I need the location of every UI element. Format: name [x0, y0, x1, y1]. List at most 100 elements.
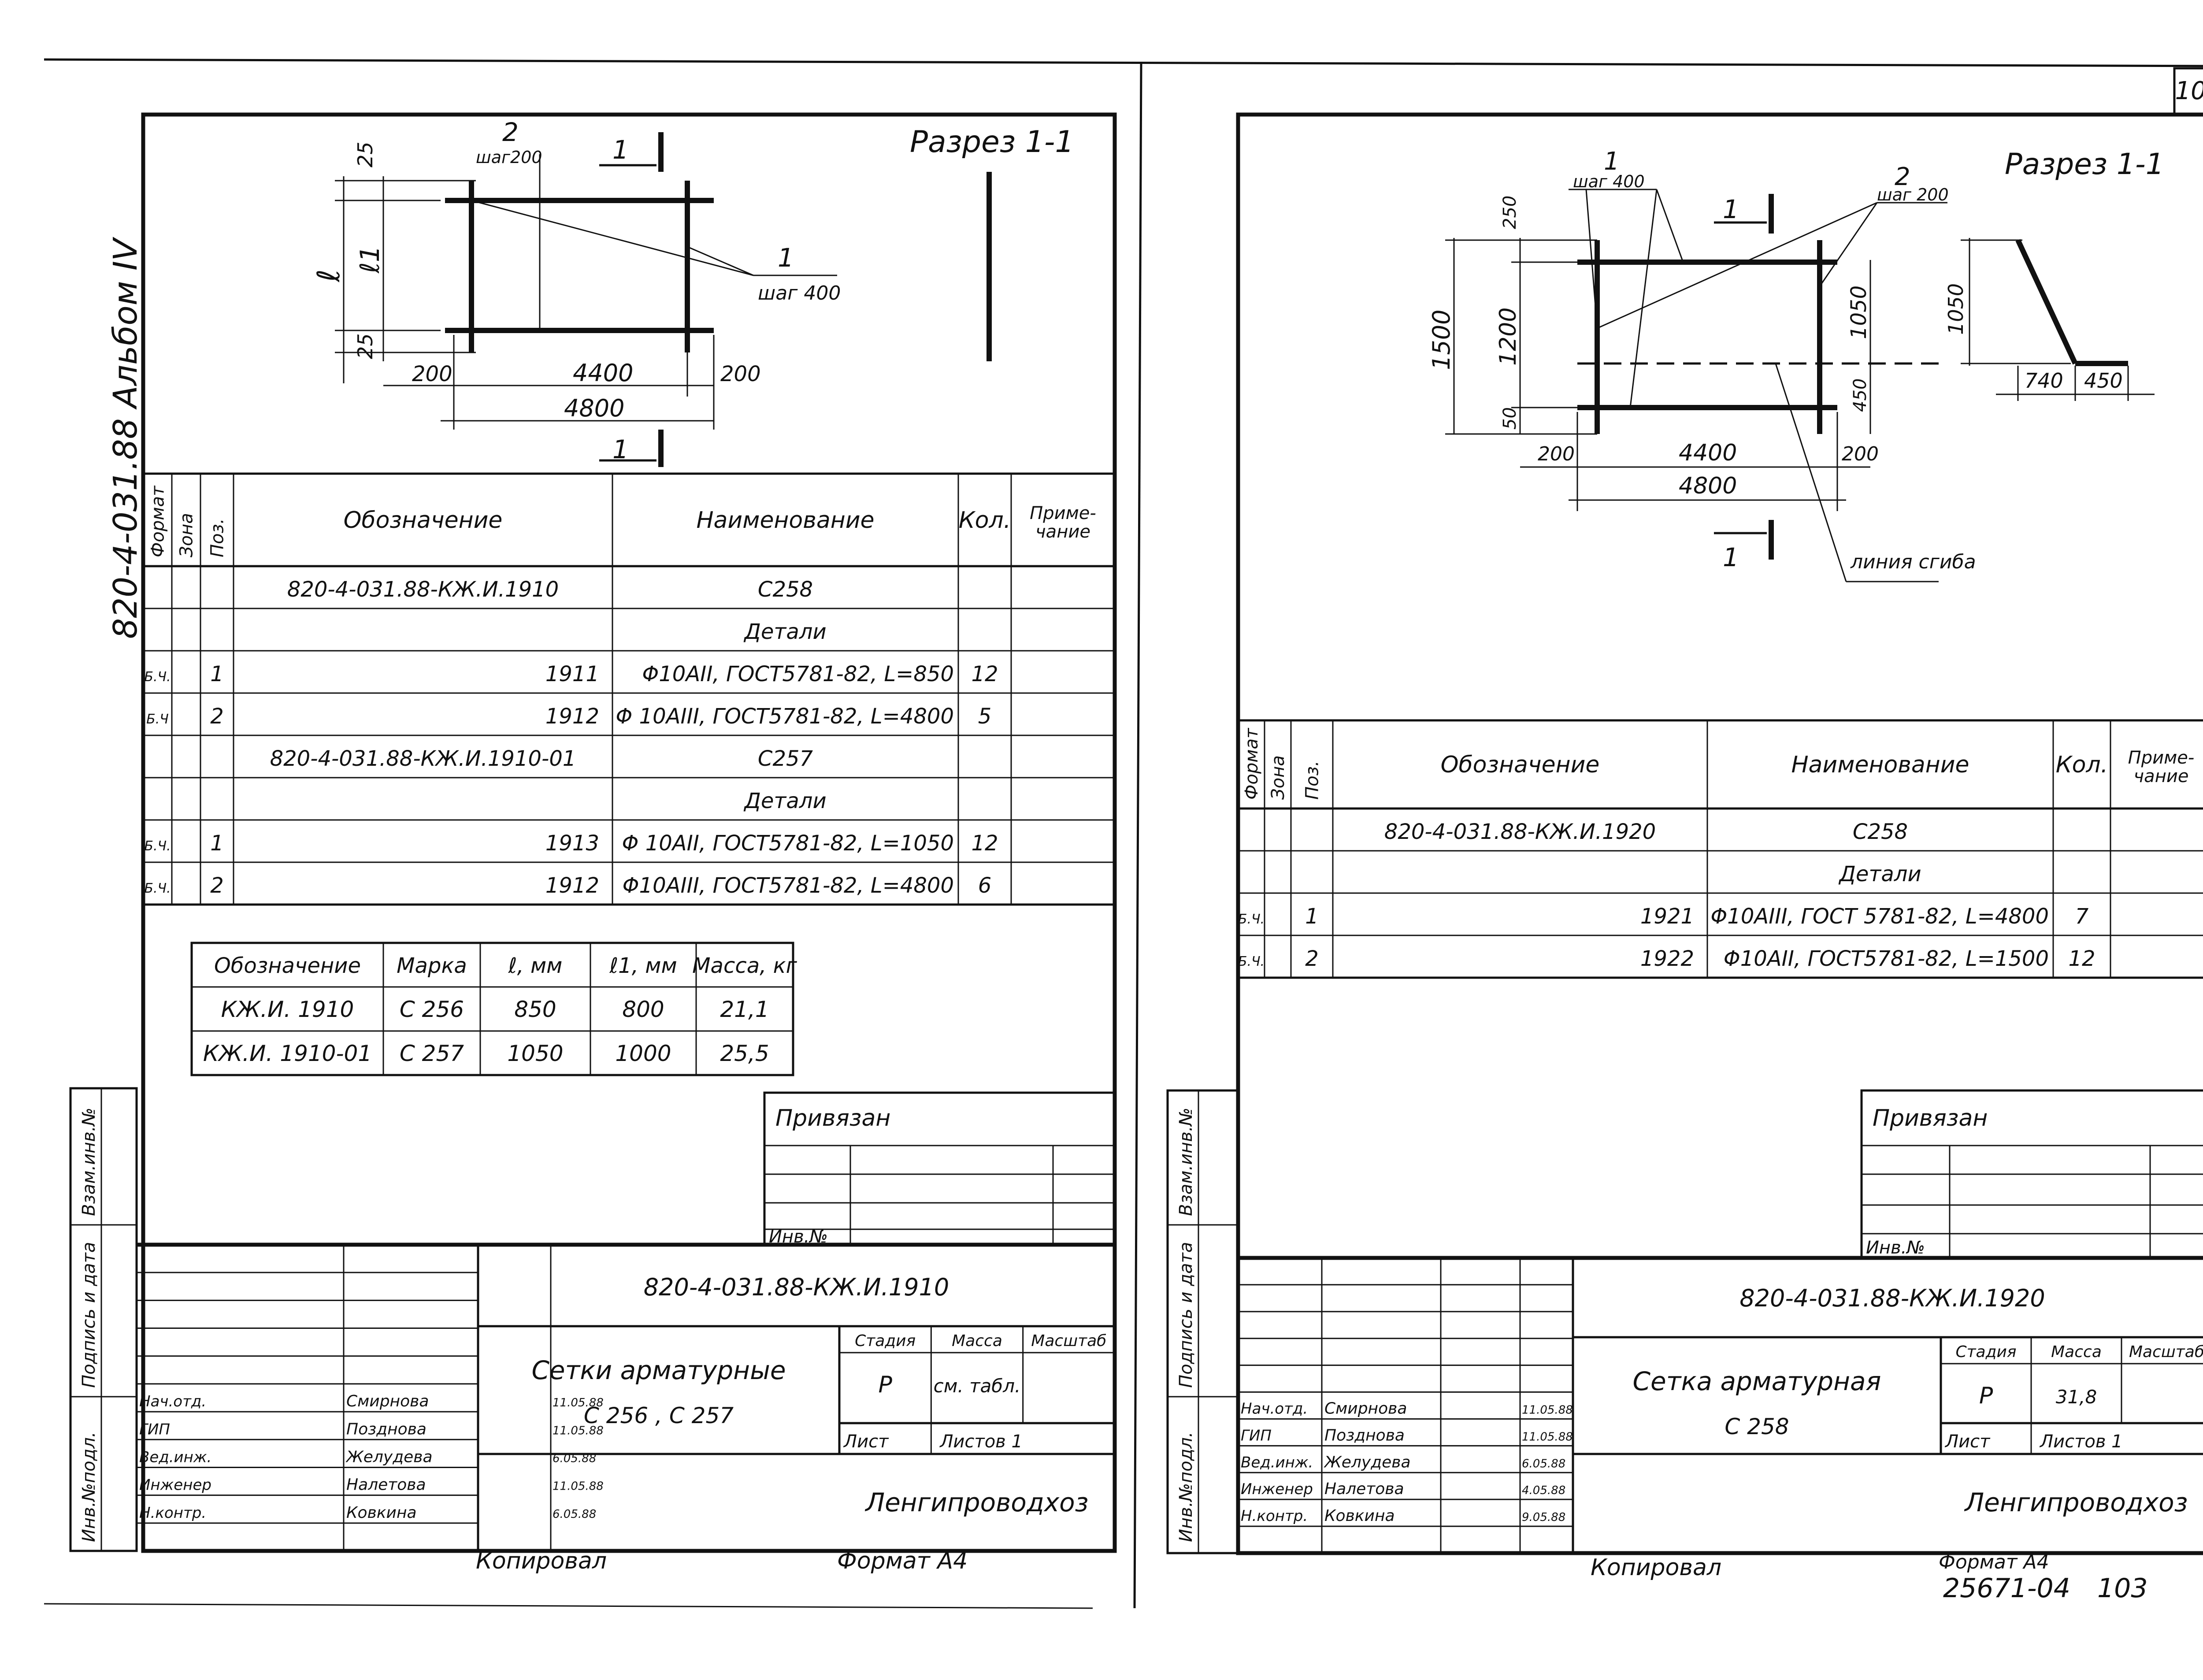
spec-header: Поз.	[1302, 760, 1323, 800]
spec-cell: Φ10AIII, ГОСТ 5781-82, L=4800	[1711, 904, 2049, 929]
spec-header: Формат	[148, 485, 168, 557]
section-title: Разрез 1-1	[910, 125, 1074, 159]
staff-name: Ковкина	[1324, 1507, 1395, 1525]
marks-cell: 1000	[615, 1041, 671, 1066]
marks-cell: 25,5	[720, 1041, 769, 1066]
staff-role: ГИП	[1241, 1427, 1272, 1444]
mass-value: см. табл.	[934, 1375, 1021, 1397]
staff-name: Позднова	[1324, 1426, 1405, 1444]
dim-l1: ℓ1	[355, 245, 386, 274]
privyazan-block: Привязан Инв.№	[1860, 1089, 2203, 1259]
cut-label-top: 1	[1723, 194, 1739, 224]
staff-name: Ковкина	[346, 1504, 417, 1522]
marks-cell: 850	[514, 997, 556, 1022]
spec-cell: Б.Ч.	[144, 669, 171, 685]
dim-total: 4800	[564, 394, 624, 422]
spec-header: Приме-чание	[2128, 748, 2195, 786]
staff-date: 9.05.88	[1522, 1511, 1565, 1524]
staff-name: Позднова	[346, 1420, 427, 1438]
staff-role: Вед.инж.	[139, 1448, 211, 1466]
dim-left: 200	[1538, 443, 1575, 465]
dim-right: 200	[1842, 443, 1879, 465]
pos2-label: 2	[1895, 163, 1910, 191]
spec-cell: Φ10AII, ГОСТ5781-82, L=1500	[1724, 946, 2049, 971]
mass-value: 31,8	[2056, 1386, 2097, 1408]
spec-cell: 1	[210, 662, 224, 686]
spec-cell: Б.Ч.	[1238, 912, 1265, 927]
spec-cell: 1922	[1640, 946, 1694, 971]
side-label-signature: Подпись и дата	[1176, 1242, 1196, 1388]
spec-cell: Детали	[743, 789, 826, 813]
dim-250: 250	[1500, 196, 1520, 229]
marks-cell: КЖ.И. 1910-01	[203, 1041, 372, 1066]
marks-cell: С 257	[400, 1041, 464, 1066]
spec-cell: С257	[758, 746, 813, 771]
staff-name: Желудева	[1324, 1453, 1411, 1471]
dim-50: 50	[1500, 407, 1520, 430]
pos2-step: шаг 200	[1877, 185, 1949, 204]
marks-cell: 21,1	[720, 997, 769, 1022]
staff-role: Инженер	[139, 1476, 211, 1494]
dim-right: 200	[720, 362, 761, 386]
page-footer-number: 103	[2097, 1573, 2148, 1604]
spec-cell: Б.Ч	[146, 712, 169, 727]
organization: Ленгипроводхоз	[864, 1487, 1088, 1517]
side-label-vzam: Взам.инв.№	[79, 1108, 99, 1216]
spec-cell: Б.Ч.	[1238, 954, 1265, 969]
format-label: Формат А4	[1939, 1551, 2049, 1573]
right-sheet: Разрез 1-1 1500 1200 250 50 1050 450	[1166, 112, 2203, 1604]
staff-date: 11.05.88	[1522, 1403, 1573, 1417]
dim-l: ℓ	[311, 269, 347, 282]
marks-header: Обозначение	[214, 953, 361, 978]
spec-cell: 1921	[1640, 904, 1694, 929]
dim-total: 4800	[1679, 473, 1737, 499]
spec-cell: 820-4-031.88-КЖ.И.1910-01	[270, 746, 576, 771]
staff-date: 4.05.88	[1522, 1484, 1565, 1497]
dim-left: 200	[412, 362, 452, 386]
spec-cell: 7	[2075, 904, 2089, 929]
marks-header: ℓ1, мм	[609, 953, 677, 978]
scale-label: Масштаб	[1031, 1332, 1106, 1350]
section-dim-450: 450	[2084, 369, 2123, 393]
side-column: Взам.инв.№ Подпись и дата Инв.№подл.	[69, 1087, 138, 1552]
spec-header: Обозначение	[1441, 752, 1600, 778]
copied-label: Копировал	[476, 1548, 607, 1574]
spec-cell: Детали	[1838, 862, 1921, 886]
spec-header: Наименование	[696, 507, 874, 534]
privyazan-block: Привязан Инв.№	[763, 1091, 1116, 1247]
dim-bottom: 25	[353, 333, 377, 359]
staff-date: 11.05.88	[553, 1396, 604, 1409]
pos1-step: шаг 400	[758, 282, 841, 304]
drawing-title: Сетки арматурные	[531, 1355, 786, 1385]
spec-cell: 2	[1305, 946, 1319, 971]
spec-cell: 1912	[545, 873, 599, 898]
pos2-step: шаг200	[476, 148, 542, 167]
spec-cell: Φ 10AIII, ГОСТ5781-82, L=4800	[616, 704, 954, 729]
spec-cell: Φ10AII, ГОСТ5781-82, L=850	[642, 662, 954, 686]
spec-cell: 5	[978, 704, 992, 729]
spec-cell: 1911	[545, 662, 599, 686]
spec-header: Наименование	[1791, 752, 1969, 778]
pos1-step: шаг 400	[1573, 172, 1645, 191]
stage-label: Стадия	[855, 1332, 916, 1350]
pos1-label: 1	[1604, 147, 1620, 176]
mesh-drawing: 25 25 ℓ ℓ1 200 4400 200 4800 2 шаг200 1 …	[311, 117, 841, 467]
sheet-number: 102	[2175, 77, 2203, 105]
spec-header: Обозначение	[344, 507, 503, 534]
spec-cell: 6	[978, 873, 992, 898]
spec-cell: Б.Ч.	[144, 881, 171, 896]
cut-label-bottom: 1	[1723, 542, 1739, 572]
staff-date: 6.05.88	[553, 1508, 596, 1521]
staff-role: Нач.отд.	[1241, 1400, 1308, 1417]
staff-name: Налетова	[1324, 1480, 1404, 1498]
stage-value: Р	[1979, 1383, 1993, 1409]
cut-label-bottom: 1	[612, 434, 629, 464]
spec-header: Кол.	[959, 507, 1011, 534]
drawing-title: Сетка арматурная	[1633, 1366, 1881, 1396]
side-label-vzam: Взам.инв.№	[1176, 1108, 1196, 1216]
mass-label: Масса	[2051, 1343, 2102, 1361]
spec-cell: Б.Ч.	[144, 838, 171, 854]
